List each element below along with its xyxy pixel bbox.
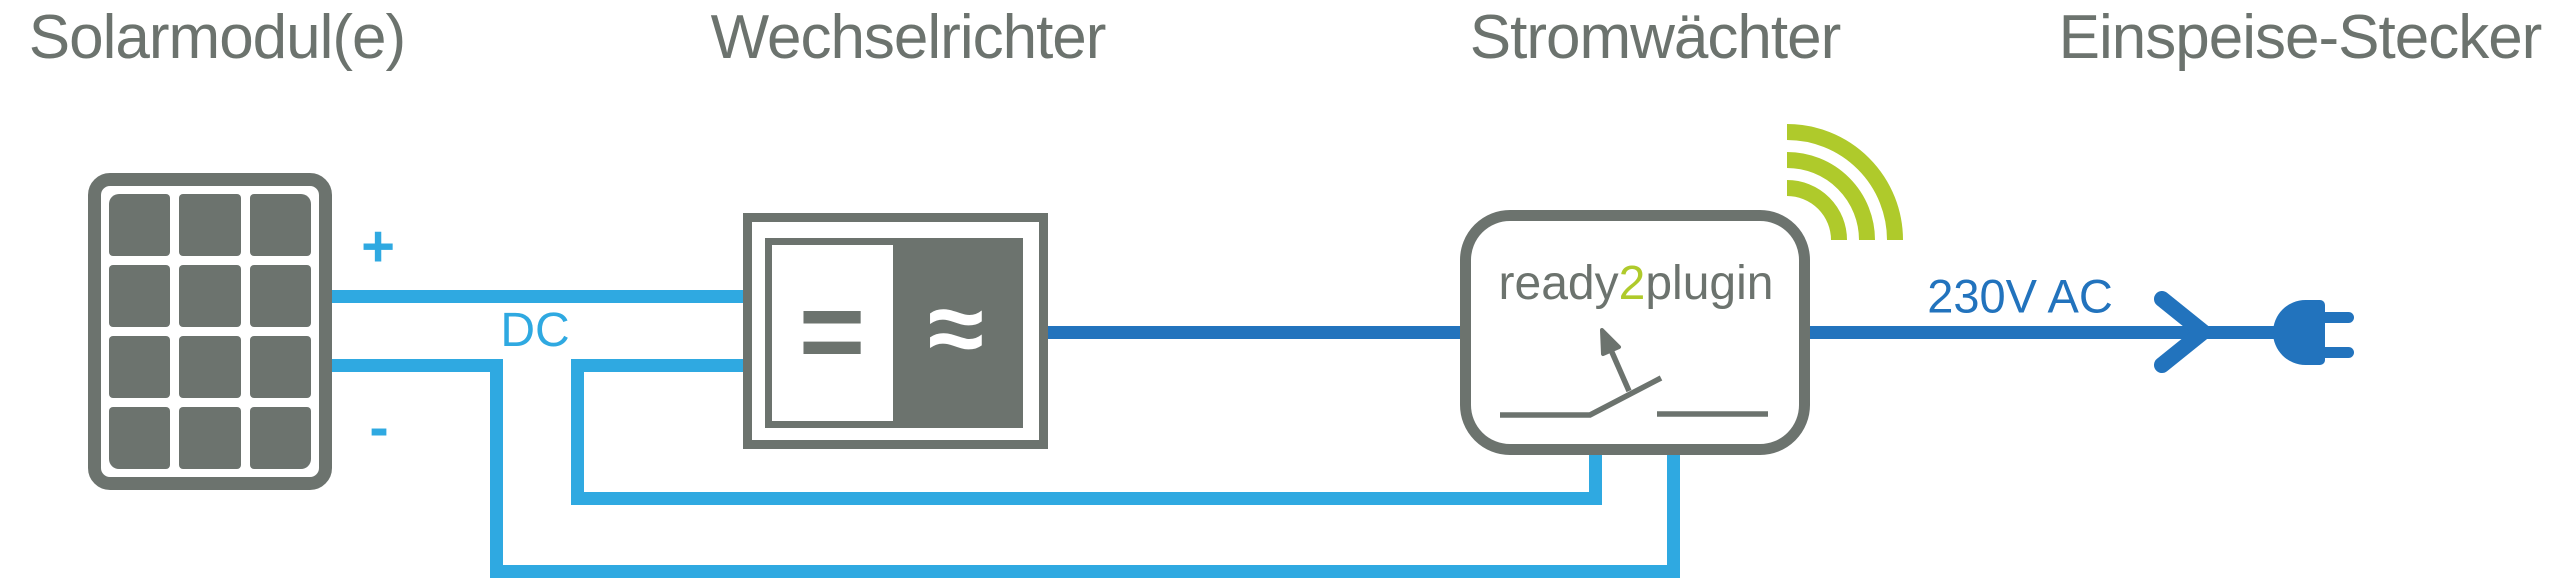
ac-wire-watchdog-to-plug <box>1810 326 2275 339</box>
plug-pin-bottom <box>2325 347 2354 358</box>
solar-panel-icon <box>88 173 332 490</box>
title-inverter: Wechselrichter <box>710 3 1107 72</box>
dc-label: DC <box>500 304 570 357</box>
plus-label: + <box>361 214 395 279</box>
minus-label: - <box>369 395 389 460</box>
dc-drop-from-watchdog <box>1589 452 1602 505</box>
dc-wire-to-inverter <box>571 359 743 372</box>
plug-pin-top <box>2325 312 2354 323</box>
dc-riser-to-watchdog <box>1667 452 1680 578</box>
dc-return-rail <box>571 492 1602 505</box>
power-watchdog-box <box>1460 210 1810 455</box>
inverter-dc-side <box>772 245 893 421</box>
title-feed-in-plug: Einspeise-Stecker <box>2058 3 2543 72</box>
dc-riser-to-inverter <box>571 359 584 505</box>
dc-equals-icon: = <box>798 268 866 395</box>
wifi-icon <box>1786 124 1903 241</box>
brand-pre: ready <box>1498 257 1619 310</box>
solar-panel-cells <box>109 194 311 469</box>
brand-post: plugin <box>1645 257 1774 310</box>
brand-num: 2 <box>1618 257 1646 310</box>
ac-approx-icon: ≈ <box>928 270 984 385</box>
dc-plus-wire <box>332 290 743 303</box>
ac-voltage-label: 230V AC <box>1927 269 2113 323</box>
inverter-core <box>765 238 1023 428</box>
title-solar-modules: Solarmodul(e) <box>28 3 406 72</box>
dc-minus-wire-stub <box>332 359 503 372</box>
dc-bottom-rail <box>490 565 1680 578</box>
title-power-watchdog: Stromwächter <box>1469 3 1841 72</box>
brand-logo: ready2plugin <box>1499 260 1774 308</box>
dc-minus-wire-down <box>490 359 503 578</box>
ac-wire-inverter-to-watchdog <box>1048 326 1460 339</box>
plug-icon <box>2273 300 2325 365</box>
